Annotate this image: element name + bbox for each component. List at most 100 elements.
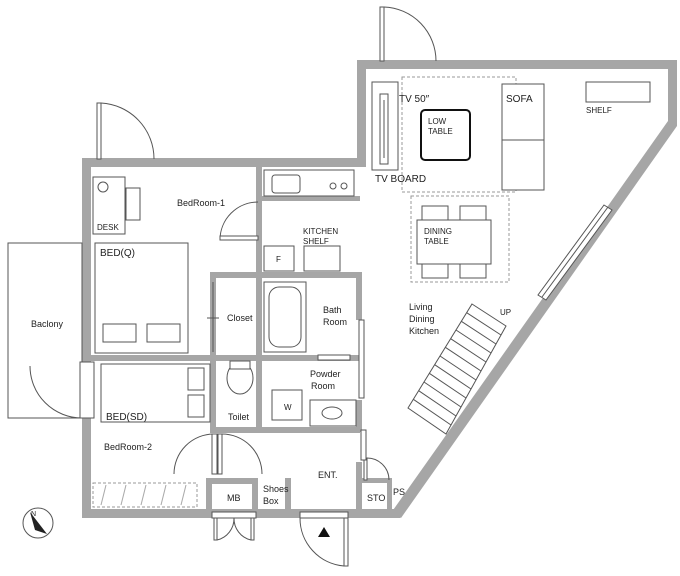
stair-tread	[439, 355, 477, 381]
labels: BedRoom-1 BedRoom-2 Living Dining Kitche…	[31, 94, 612, 518]
label-shoes-2: Box	[263, 496, 279, 506]
toilet-door[interactable]	[217, 433, 223, 475]
dining-chair-4	[459, 263, 487, 279]
wall-ldk-entrance	[356, 462, 362, 510]
shelf	[585, 81, 651, 103]
sink-icon	[271, 174, 301, 194]
label-shoes-1: Shoes	[263, 484, 289, 494]
label-dining-1: DINING	[424, 227, 452, 236]
stair-tread	[445, 346, 482, 372]
label-stairs-up: UP	[500, 308, 511, 317]
label-dining-2: TABLE	[424, 237, 449, 246]
label-tv: TV 50″	[399, 94, 430, 105]
wall-bedroom1-kitchen	[256, 167, 262, 272]
hanger-2	[120, 484, 127, 506]
label-bedroom2: BedRoom-2	[104, 442, 152, 452]
mb-door-right[interactable]	[250, 517, 255, 541]
stair-tread	[455, 329, 492, 354]
dining-table	[416, 219, 492, 265]
compass	[22, 507, 54, 539]
front-door[interactable]	[343, 517, 349, 567]
north-arrow-icon	[30, 512, 47, 534]
wall-ldk-bath	[356, 272, 362, 320]
kitchen-furniture	[263, 169, 355, 272]
stair-tread	[429, 372, 467, 399]
stair-tread	[434, 364, 472, 390]
powder-window	[358, 319, 365, 399]
sofa-cushion-top	[501, 83, 545, 141]
hanger-5	[180, 484, 187, 506]
label-bed-sd: BED(SD)	[106, 412, 147, 423]
dining-chair-2	[459, 205, 487, 221]
front-door-swing	[299, 517, 345, 567]
label-bedroom1: BedRoom-1	[177, 198, 225, 208]
stair-tread	[466, 312, 502, 336]
label-balcony: Baclony	[31, 319, 64, 329]
bedroom1-door[interactable]	[219, 235, 259, 241]
wall-above-bath	[210, 272, 360, 278]
bedroom2-furniture	[92, 363, 211, 508]
stairs[interactable]	[407, 303, 507, 435]
mb-door-left[interactable]	[213, 517, 218, 541]
wall-right	[668, 60, 677, 126]
label-tv-board: TV BOARD	[375, 174, 426, 185]
interior-walls	[91, 167, 392, 512]
wall-ldk-powder	[356, 400, 362, 432]
desk-lamp-icon	[97, 181, 109, 193]
bedroom1-top-door[interactable]	[96, 102, 102, 160]
label-closet: Closet	[227, 313, 253, 323]
dining-chair-1	[421, 205, 449, 221]
bathtub-inner	[268, 286, 302, 348]
fridge	[263, 245, 295, 272]
ldk-top-door[interactable]	[379, 6, 385, 62]
stair-tread	[450, 338, 487, 363]
pillow-sd-top	[187, 367, 205, 391]
dining-rug	[410, 195, 510, 283]
balcony	[7, 242, 95, 419]
label-mb: MB	[227, 493, 241, 503]
wall-mb-right	[252, 478, 258, 512]
bedroom1-furniture	[92, 176, 189, 354]
front-door-frame	[299, 511, 349, 519]
kitchen-shelf	[303, 245, 341, 272]
sto-door-swing	[366, 457, 390, 481]
balcony-door[interactable]	[79, 361, 95, 419]
stair-tread	[423, 381, 462, 408]
label-entrance: ENT.	[318, 470, 338, 480]
stair-tread	[461, 320, 497, 345]
bedroom1-top-door-swing	[100, 102, 155, 160]
label-powder-1: Powder	[310, 369, 341, 379]
label-bath-2: Room	[323, 317, 347, 327]
toilet-tank	[229, 360, 251, 370]
mb-door-frame	[211, 511, 257, 519]
bath-door[interactable]	[317, 354, 351, 361]
pillow-sd-bottom	[187, 394, 205, 418]
label-ldk-1: Living	[409, 302, 433, 312]
bedroom1-door-swing	[219, 201, 259, 241]
label-toilet: Toilet	[228, 412, 250, 422]
wall-shoes-right	[285, 478, 291, 512]
hanger-3	[140, 484, 147, 506]
low-table	[420, 109, 471, 161]
wardrobe	[92, 482, 198, 508]
label-ps: PS	[393, 487, 405, 497]
washer	[271, 389, 303, 421]
entrance-window	[360, 429, 367, 461]
toilet-door-swing	[221, 433, 263, 475]
sto-door[interactable]	[363, 457, 368, 481]
label-sto: STO	[367, 493, 385, 503]
label-washer: W	[284, 403, 292, 412]
label-ldk-2: Dining	[409, 314, 435, 324]
label-ldk-3: Kitchen	[409, 326, 439, 336]
bedroom2-door[interactable]	[211, 433, 218, 475]
label-shelf: SHELF	[586, 106, 612, 115]
wall-top-right	[357, 60, 677, 69]
desk-chair	[125, 187, 141, 221]
wall-step	[357, 60, 366, 167]
ldk-furniture	[371, 76, 651, 283]
washbasin-icon	[321, 406, 343, 420]
wall-top-left	[82, 158, 366, 167]
label-bath-1: Bath	[323, 305, 342, 315]
label-low-table-1: LOW	[428, 117, 447, 126]
